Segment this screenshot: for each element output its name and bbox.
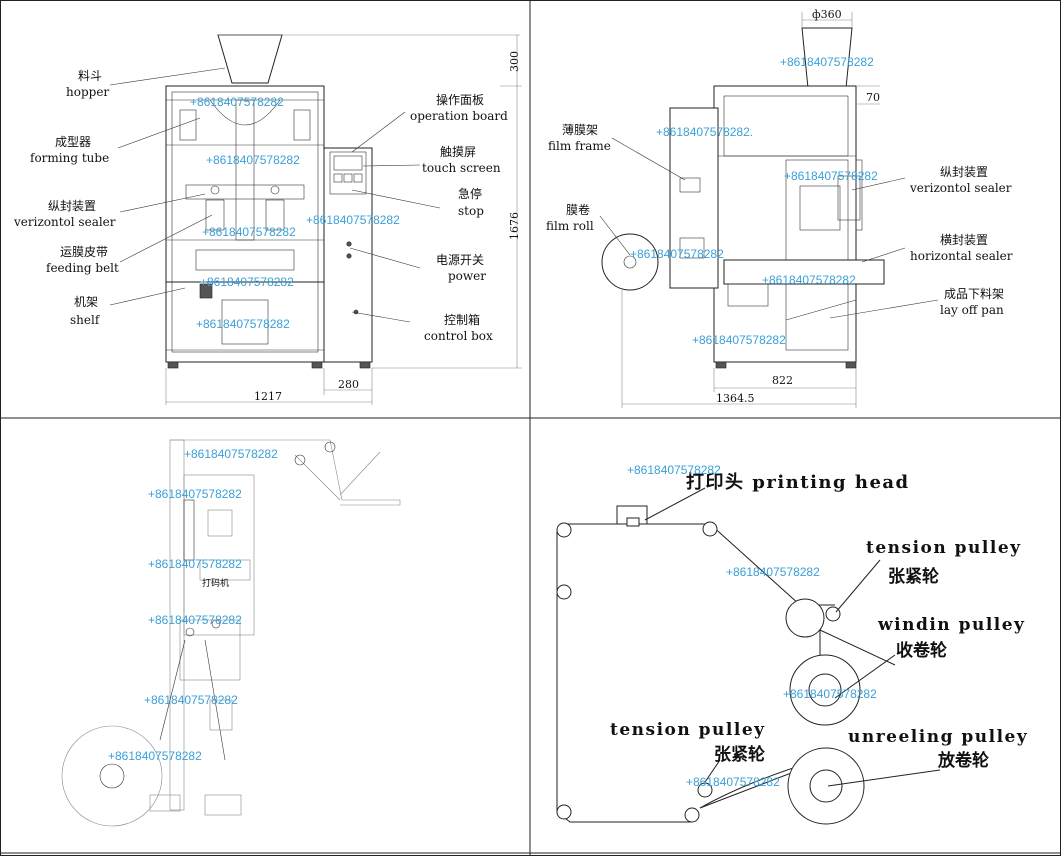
film-path-panel: 打码机 +8618407578282 +8618407578282 +86184…	[61, 439, 401, 827]
label-hopper-en: hopper	[66, 85, 109, 99]
dim-1364: 1364.5	[716, 392, 755, 405]
side-frame	[713, 85, 857, 363]
label-hopper-cn: 料斗	[78, 69, 102, 83]
watermark: +8618407578282	[783, 687, 877, 701]
label-forming-cn: 成型器	[55, 135, 91, 149]
watermark: +8618407578282	[108, 749, 202, 763]
label-vsealer-cn: 纵封装置	[48, 199, 96, 213]
film-roll-shape	[601, 233, 659, 291]
label-shelf-en: shelf	[70, 313, 101, 327]
label-filmframe-en: film frame	[548, 139, 611, 153]
watermark: +8618407578282	[148, 613, 242, 627]
dim-360: ф360	[812, 8, 842, 21]
film-roll-circle	[61, 725, 163, 827]
watermark: +8618407578282	[190, 95, 284, 109]
label-power-en: power	[448, 269, 486, 283]
label-hsealer-cn: 横封装置	[940, 233, 988, 247]
guide-roller-left	[556, 584, 572, 600]
label-touch-cn: 触摸屏	[440, 145, 476, 159]
label-printer-cn: 打码机	[202, 577, 229, 589]
hopper-shape	[217, 34, 283, 84]
dim-70: 70	[866, 91, 880, 104]
watermark: +8618407578282	[206, 153, 300, 167]
watermark: +8618407578282	[780, 55, 874, 69]
watermark: +8618407578282	[144, 693, 238, 707]
label-vsealer2-cn: 纵封装置	[940, 165, 988, 179]
guide-roller-top-left	[556, 522, 572, 538]
watermark: +8618407578282	[202, 225, 296, 239]
label-filmroll-en: film roll	[546, 219, 594, 233]
dim-822: 822	[772, 374, 793, 387]
label-layoff-cn: 成品下料架	[944, 287, 1004, 301]
label-belt-en: feeding belt	[46, 261, 119, 275]
watermark: +8618407578282	[726, 565, 820, 579]
label-tension-cn-2: 张紧轮	[714, 744, 765, 765]
label-hsealer-en: horizontal sealer	[910, 249, 1013, 263]
label-windin-cn: 收卷轮	[896, 640, 947, 661]
label-tension-en-1: tension pulley	[866, 538, 1022, 558]
dim-1676: 1676	[508, 212, 521, 240]
watermark: +8618407578282	[627, 463, 721, 477]
watermark: +8618407578282.	[656, 125, 753, 139]
watermark: +8618407578282	[196, 317, 290, 331]
label-opboard-cn: 操作面板	[436, 92, 484, 107]
touch-screen-shape	[329, 151, 367, 195]
label-filmframe-cn: 薄膜架	[562, 122, 598, 137]
tension-roller-small	[825, 606, 841, 622]
side-view-panel: 薄膜架 film frame 膜卷 film roll 纵封装置 verizon…	[546, 8, 1013, 408]
label-forming-en: forming tube	[30, 151, 109, 165]
watermark: +8618407578282	[200, 275, 294, 289]
horizontal-sealer-shape	[723, 259, 885, 285]
label-touch-en: touch screen	[422, 161, 501, 175]
label-unreeling-en: unreeling pulley	[848, 727, 1028, 747]
label-stop-en: stop	[458, 204, 484, 218]
watermark: +8618407578282	[148, 487, 242, 501]
label-windin-en: windin pulley	[877, 615, 1025, 635]
label-vsealer2-en: verizontol sealer	[909, 181, 1012, 195]
label-opboard-en: operation board	[410, 109, 508, 123]
watermark: +8618407578282	[692, 333, 786, 347]
label-tension-cn-1: 张紧轮	[888, 566, 939, 587]
watermark: +8618407578282	[148, 557, 242, 571]
tension-pulley-upper	[785, 598, 825, 638]
pulley-diagram-panel: 打印头 printing head tension pulley 张紧轮 win…	[556, 463, 1028, 825]
label-shelf-cn: 机架	[74, 295, 98, 309]
watermark: +8618407578282	[630, 247, 724, 261]
label-unreeling-cn: 放卷轮	[937, 750, 989, 771]
label-vsealer-en: verizontol sealer	[13, 215, 116, 229]
guide-roller-bottom-left	[556, 804, 572, 820]
tension-pulley-lower	[697, 782, 713, 798]
watermark: +8618407578282	[762, 273, 856, 287]
label-layoff-en: lay off pan	[940, 303, 1004, 317]
label-ctrlbox-en: control box	[424, 329, 493, 343]
dim-280: 280	[338, 378, 359, 391]
label-printing-head: 打印头 printing head	[686, 471, 910, 493]
guide-roller-bottom-right	[684, 807, 700, 823]
label-stop-cn: 急停	[458, 186, 482, 201]
watermark: +8618407578282	[184, 447, 278, 461]
label-ctrlbox-cn: 控制箱	[444, 312, 480, 327]
label-power-cn: 电源开关	[436, 253, 484, 267]
watermark: +8618407578282	[686, 775, 780, 789]
guide-roller-top-right	[702, 521, 718, 537]
label-belt-cn: 运膜皮带	[60, 245, 108, 259]
front-view-panel: 料斗 hopper 成型器 forming tube 纵封装置 verizont…	[13, 34, 522, 405]
machine-frame	[165, 85, 325, 363]
watermark: +8618407578282	[306, 213, 400, 227]
watermark: +8618407578282	[784, 169, 878, 183]
label-tension-en-2: tension pulley	[610, 720, 766, 740]
dim-300: 300	[508, 51, 521, 72]
dim-1217: 1217	[254, 390, 282, 403]
label-filmroll-cn: 膜卷	[566, 202, 590, 217]
